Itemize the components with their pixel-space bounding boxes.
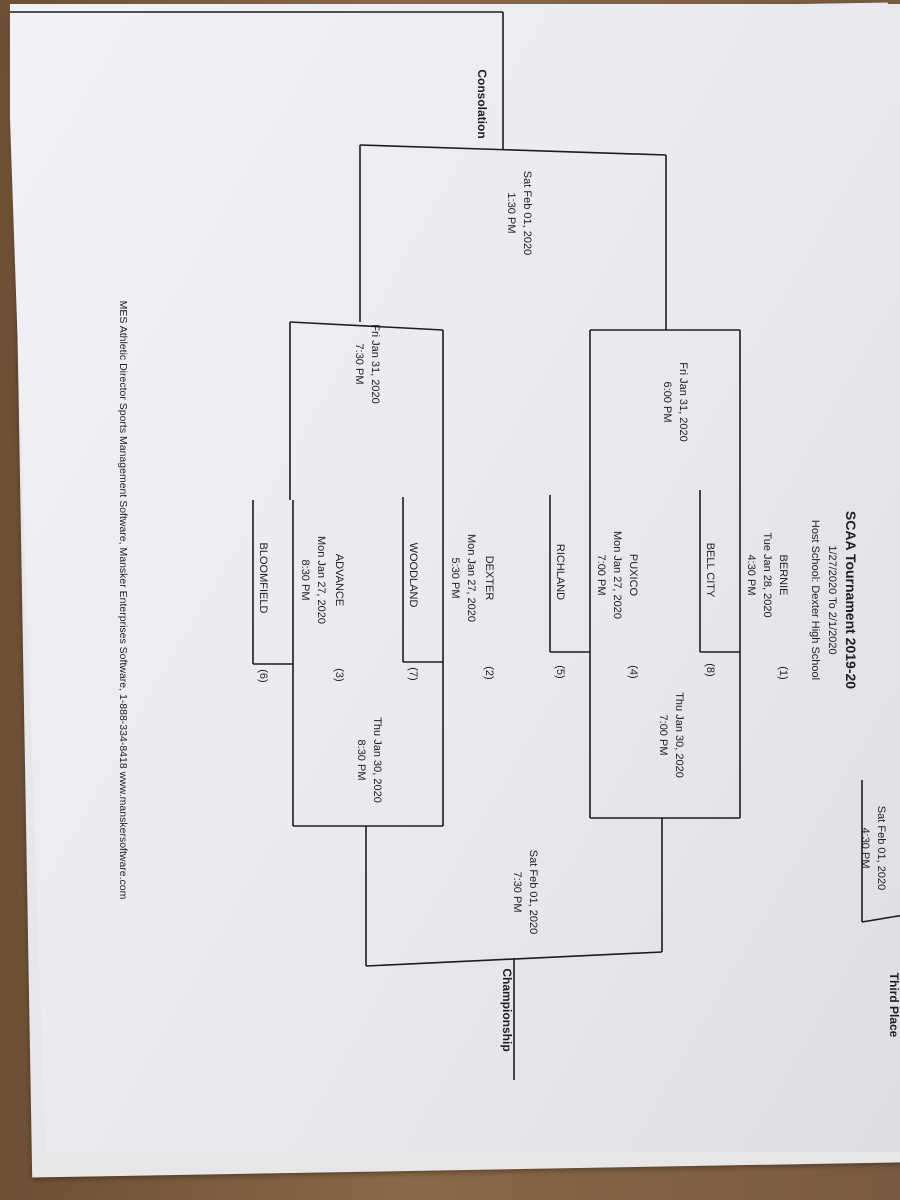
- game-date: Fri Jan 31, 2020: [677, 362, 689, 442]
- game-time: 6:00 PM: [661, 382, 673, 423]
- game-date: Thu Jan 30, 2020: [371, 717, 383, 803]
- bracket-line: [289, 321, 444, 331]
- third-place-label: Third Place: [887, 973, 900, 1038]
- team-seed: (7): [407, 667, 419, 680]
- game-time: 7:30 PM: [511, 872, 523, 913]
- game-puxico-richland: PUXICO (4) Mon Jan 27, 2020 7:00 PM RICH…: [549, 495, 639, 679]
- semifinal-bottom: Thu Jan 30, 2020 8:30 PM: [292, 662, 444, 827]
- team-seed: (6): [257, 669, 269, 682]
- game-date: Fri Jan 31, 2020: [369, 324, 381, 404]
- host-school: Host School: Dexter High School: [809, 520, 821, 680]
- game-time: 7:00 PM: [595, 555, 607, 596]
- team-name: WOODLAND: [407, 543, 419, 608]
- game-dexter-woodland: DEXTER (2) Mon Jan 27, 2020 5:30 PM WOOD…: [402, 497, 495, 681]
- team-seed: (4): [627, 665, 639, 678]
- bracket-line: [861, 914, 900, 923]
- consolation-top: Fri Jan 31, 2020 6:00 PM: [589, 329, 741, 495]
- team-name: BELL CITY: [704, 543, 716, 598]
- team-name: PUXICO: [627, 554, 639, 597]
- bracket-line: [359, 144, 667, 156]
- game-time: 7:00 PM: [657, 715, 669, 756]
- championship-game: Sat Feb 01, 2020 7:30 PM Championship: [365, 818, 663, 1080]
- third-place-game: Sat Feb 01, 2020 4:30 PM Third Place: [859, 780, 900, 1038]
- consolation-final: Sat Feb 01, 2020 1:30 PM Consolation: [10, 11, 667, 330]
- consolation-label: Consolation: [475, 69, 489, 138]
- semifinal-top: Thu Jan 30, 2020 7:00 PM: [589, 652, 741, 819]
- tournament-header: SCAA Tournament 2019-20 1/27/2020 To 2/1…: [809, 511, 859, 689]
- game-date: Tue Jan 28, 2020: [761, 532, 773, 617]
- game-date: Sat Feb 01, 2020: [521, 171, 533, 255]
- tournament-dates: 1/27/2020 To 2/1/2020: [826, 545, 838, 654]
- team-name: DEXTER: [483, 556, 495, 601]
- game-time: 5:30 PM: [449, 558, 461, 599]
- team-seed: (8): [704, 663, 716, 676]
- tournament-title: SCAA Tournament 2019-20: [843, 511, 859, 689]
- consolation-bottom: Fri Jan 31, 2020 7:30 PM: [289, 321, 444, 500]
- game-time: 4:30 PM: [859, 828, 871, 869]
- game-date: Mon Jan 27, 2020: [611, 531, 623, 619]
- game-date: Thu Jan 30, 2020: [673, 692, 685, 778]
- game-date: Mon Jan 27, 2020: [315, 536, 327, 624]
- game-time: 8:30 PM: [299, 560, 311, 601]
- game-date: Mon Jan 27, 2020: [465, 534, 477, 622]
- team-name: RICHLAND: [554, 544, 566, 600]
- game-date: Sat Feb 01, 2020: [875, 806, 887, 890]
- game-time: 4:30 PM: [745, 555, 757, 596]
- game-time: 8:30 PM: [355, 740, 367, 781]
- team-seed: (5): [554, 665, 566, 678]
- software-footer: MES Athletic Director Sports Management …: [117, 301, 129, 900]
- team-seed: (2): [483, 666, 495, 679]
- championship-label: Championship: [500, 968, 514, 1051]
- team-seed: (3): [333, 668, 345, 681]
- bracket-sheet: [10, 4, 900, 1152]
- game-time: 1:30 PM: [505, 193, 517, 234]
- team-seed: (1): [777, 666, 789, 679]
- team-name: BLOOMFIELD: [257, 543, 269, 614]
- game-date: Sat Feb 01, 2020: [527, 850, 539, 934]
- game-advance-bloomfield: ADVANCE (3) Mon Jan 27, 2020 8:30 PM BLO…: [252, 500, 345, 683]
- team-name: ADVANCE: [333, 554, 345, 606]
- game-time: 7:30 PM: [353, 344, 365, 385]
- team-name: BERNIE: [777, 555, 789, 596]
- game-bernie-bellcity: BERNIE (1) Tue Jan 28, 2020 4:30 PM BELL…: [699, 490, 789, 680]
